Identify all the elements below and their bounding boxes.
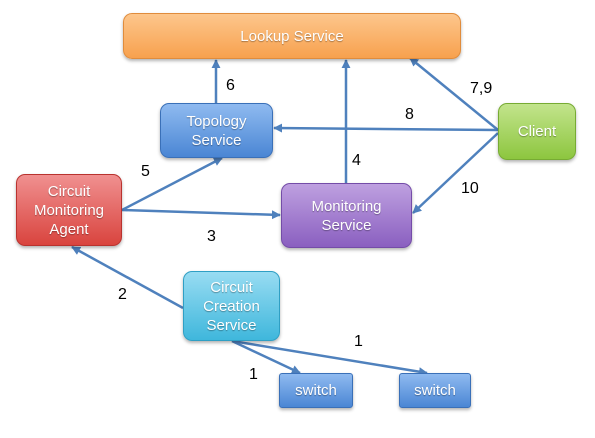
switch-2-label: switch — [414, 382, 456, 399]
client-node[interactable]: Client — [498, 103, 576, 160]
lookup-service-label: Lookup Service — [240, 27, 344, 45]
edge-label-10: 10 — [461, 180, 479, 197]
switch-1-label: switch — [295, 382, 337, 399]
edge-agent-to-topology — [121, 156, 223, 212]
edge-agent-to-monitoring — [121, 208, 281, 220]
switch-node-2[interactable]: switch — [399, 373, 471, 408]
edge-creation-to-switch-2 — [231, 339, 428, 377]
circuit-creation-service-label: Circuit Creation Service — [203, 278, 260, 334]
edge-client-to-monitoring — [412, 132, 499, 214]
edge-label-2: 2 — [118, 286, 127, 303]
topology-service-node[interactable]: Topology Service — [160, 103, 273, 158]
circuit-monitoring-agent-label: Circuit Monitoring Agent — [33, 182, 105, 238]
edges-layer — [71, 57, 499, 377]
edge-label-4: 4 — [352, 152, 361, 169]
edge-creation-to-switch-1 — [231, 339, 301, 375]
edge-label-6: 6 — [226, 77, 235, 94]
circuit-creation-service-node[interactable]: Circuit Creation Service — [183, 271, 280, 341]
circuit-monitoring-agent-node[interactable]: Circuit Monitoring Agent — [16, 174, 122, 246]
edge-label-5: 5 — [141, 163, 150, 180]
edge-label-7-9: 7,9 — [470, 80, 493, 97]
edge-client-to-topology — [273, 123, 499, 133]
edge-label-1b: 1 — [354, 333, 363, 350]
edge-label-3: 3 — [207, 228, 216, 245]
edge-label-8: 8 — [405, 106, 414, 123]
monitoring-service-label: Monitoring Service — [311, 197, 382, 234]
edge-creation-to-agent — [71, 245, 184, 310]
client-label: Client — [517, 123, 557, 140]
edge-client-to-lookup — [409, 57, 499, 131]
monitoring-service-node[interactable]: Monitoring Service — [281, 183, 412, 248]
lookup-service-node[interactable]: Lookup Service — [123, 13, 461, 59]
switch-node-1[interactable]: switch — [279, 373, 353, 408]
edge-label-1a: 1 — [249, 366, 258, 383]
topology-service-label: Topology Service — [186, 112, 247, 149]
